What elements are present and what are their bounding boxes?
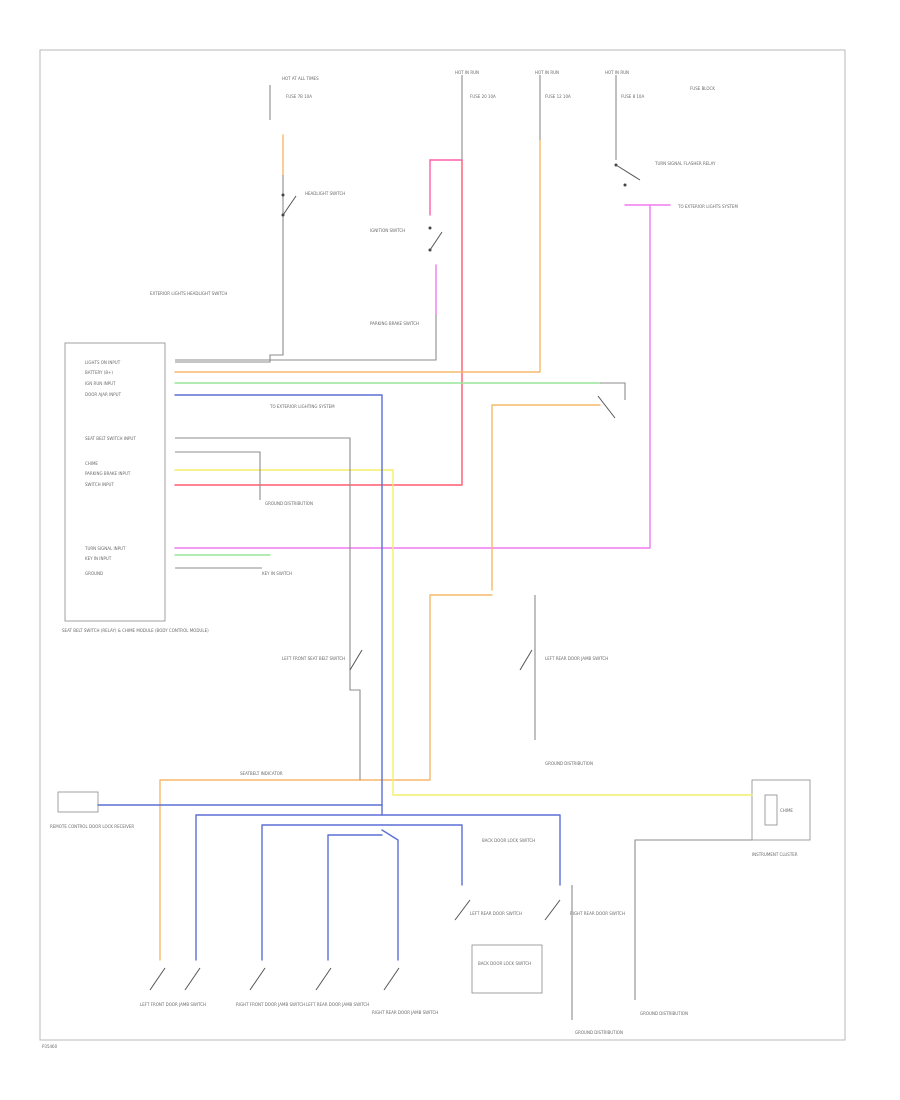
wire-black-ign <box>175 315 437 361</box>
wire-yellow <box>174 469 753 796</box>
label-ignition-switch: IGNITION SWITCH <box>370 228 405 233</box>
pin-label: DOOR AJAR INPUT <box>85 392 122 397</box>
label-ground-1: GROUND DISTRIBUTION <box>265 501 313 506</box>
label-hot-3: HOT IN RUN <box>605 70 629 75</box>
label-module-name: SEAT BELT SWITCH (RELAY) & CHIME MODULE … <box>62 628 209 633</box>
pin-label: KEY IN INPUT <box>85 556 112 561</box>
wire-black-gnd <box>175 451 261 500</box>
back-door-lock-box <box>471 944 543 994</box>
pin-label: CHIME <box>85 461 98 466</box>
pin-label: PARKING BRAKE INPUT <box>85 471 131 476</box>
label-parking-brake: PARKING BRAKE SWITCH <box>370 321 419 326</box>
pin-label: GROUND <box>85 571 103 576</box>
pin-label: TURN SIGNAL INPUT <box>84 546 126 551</box>
label-remote-control: REMOTE CONTROL DOOR LOCK RECEIVER <box>50 824 134 829</box>
remote-receiver-box <box>57 791 99 813</box>
wire-blue-bus <box>195 814 561 961</box>
wire-blue-lr <box>327 834 383 961</box>
label-fuse-1: FUSE 20 10A <box>470 94 496 99</box>
pin-label: LIGHTS ON INPUT <box>85 360 121 365</box>
label-door-switch: RIGHT REAR DOOR JAMB SWITCH <box>372 1010 438 1015</box>
wire-blue-lrd <box>381 824 463 886</box>
label-rear-door-left: LEFT REAR DOOR SWITCH <box>470 911 522 916</box>
label-ground-cluster: GROUND DISTRIBUTION <box>640 1011 688 1016</box>
label-to-exterior-lighting: TO EXTERIOR LIGHTING SYSTEM <box>269 404 335 409</box>
parking-brake-switch-icon <box>597 395 616 419</box>
label-hot-1: HOT IN RUN <box>455 70 479 75</box>
wire-magenta <box>174 204 651 549</box>
seatbelt-switch-icon <box>349 649 363 671</box>
instrument-cluster-box <box>751 779 811 841</box>
pin-label: SWITCH INPUT <box>85 482 114 487</box>
headlight-switch-icon <box>281 193 297 217</box>
label-door-switch: LEFT REAR DOOR JAMB SWITCH <box>306 1002 369 1007</box>
chime-speaker <box>764 794 778 826</box>
label-lr-door-switch: LEFT REAR DOOR JAMB SWITCH <box>545 656 608 661</box>
wire-black-hl <box>175 175 284 363</box>
label-hot-at-all-times: HOT AT ALL TIMES <box>282 76 319 81</box>
label-footer-code: P35460 <box>42 1044 58 1049</box>
label-key-in-switch: KEY IN SWITCH <box>262 571 292 576</box>
label-exterior-headlight: EXTERIOR LIGHTS HEADLIGHT SWITCH <box>150 291 227 296</box>
label-ground-bottom: GROUND DISTRIBUTION <box>575 1030 623 1035</box>
label-lf-seatbelt: LEFT FRONT SEAT BELT SWITCH <box>282 656 345 661</box>
ignition-switch-icon <box>428 226 443 252</box>
pin-label: IGN RUN INPUT <box>85 381 116 386</box>
label-turn-signal: TURN SIGNAL FLASHER RELAY <box>654 161 716 166</box>
label-seatbelt-indicator: SEATBELT INDICATOR <box>240 771 283 776</box>
wire-orange <box>174 139 541 373</box>
wire-blue-main <box>174 394 383 816</box>
wire-black-switch <box>600 382 626 400</box>
pin-label: BATTERY (B+) <box>85 370 113 375</box>
wire-black-cluster <box>634 839 752 1000</box>
wire-red <box>174 159 463 486</box>
label-door-switch: LEFT FRONT DOOR JAMB SWITCH <box>140 1002 206 1007</box>
label-ground-door: GROUND DISTRIBUTION <box>545 761 593 766</box>
label-chime: CHIME <box>780 808 793 813</box>
wire-blue-rr <box>381 829 399 961</box>
wire-blue-rf <box>261 824 383 961</box>
label-fuse-2: FUSE 12 10A <box>545 94 571 99</box>
chime-module-box <box>64 342 166 622</box>
wire-black-seatbelt <box>175 437 361 780</box>
label-headlight-switch: HEADLIGHT SWITCH <box>305 191 345 196</box>
label-instrument-cluster: INSTRUMENT CLUSTER <box>752 852 798 857</box>
turn-signal-switch-icon <box>614 163 641 187</box>
label-rear-lock-1: BACK DOOR LOCK SWITCH <box>482 838 535 843</box>
label-hot-2: HOT IN RUN <box>535 70 559 75</box>
label-fuse-box: FUSE BLOCK <box>690 86 715 91</box>
label-to-exterior-lights: TO EXTERIOR LIGHTS SYSTEM <box>677 204 738 209</box>
pin-label: SEAT BELT SWITCH INPUT <box>85 436 136 441</box>
diagram-frame <box>39 49 846 1041</box>
label-door-switch: RIGHT FRONT DOOR JAMB SWITCH <box>236 1002 305 1007</box>
wire-orange-door <box>491 404 601 591</box>
door-switch-icons <box>149 899 561 991</box>
wire-orange-lf <box>159 594 493 961</box>
left-rear-door-switch-icon <box>519 649 533 671</box>
label-fuse-top-left: FUSE 7B 10A <box>286 94 312 99</box>
label-rear-door-right: RIGHT REAR DOOR SWITCH <box>570 911 625 916</box>
label-fuse-3: FUSE 8 10A <box>621 94 644 99</box>
label-rear-lock-2: BACK DOOR LOCK SWITCH <box>478 961 531 966</box>
